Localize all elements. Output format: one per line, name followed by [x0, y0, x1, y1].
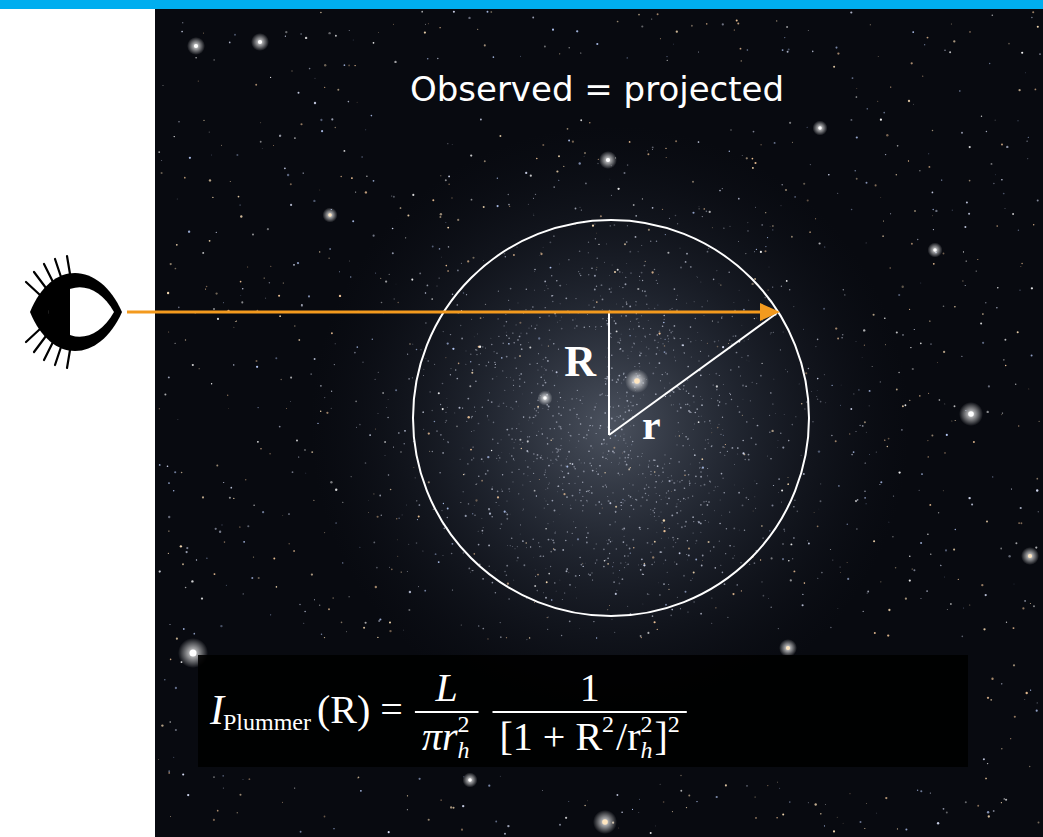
radius-3d-line [609, 313, 777, 435]
radius-projected-line [608, 313, 610, 435]
sky-photo [155, 0, 1043, 837]
formula-number: 1 [580, 668, 600, 708]
formula-text: [1 + R [500, 717, 603, 757]
galaxy-glow [155, 0, 1043, 837]
formula-exponent: 2 [668, 712, 680, 736]
formula-exponent: 2 [602, 712, 614, 736]
title: Observed = projected [410, 72, 784, 106]
eye-icon [26, 256, 122, 368]
formula-text: (R) = [317, 690, 403, 730]
formula-exponent: 2 [641, 712, 653, 736]
radius-label: r [642, 404, 661, 446]
star-field [158, 11, 1041, 835]
formula-symbol: I [210, 689, 224, 731]
formula-symbol: L [436, 668, 458, 708]
formula-subscript: h [641, 738, 653, 762]
projection-circle [413, 220, 809, 616]
sight-arrowhead [760, 303, 780, 321]
line-of-sight [127, 311, 764, 314]
formula-subscript: h [458, 738, 470, 762]
formula-text: ] [655, 717, 668, 757]
top-bar [0, 0, 1043, 9]
radius-label: R [564, 340, 596, 384]
formula-symbol: /r [616, 717, 640, 757]
formula-subscript: Plummer [223, 710, 311, 734]
formula-exponent: 2 [458, 712, 470, 736]
formula-symbol: πr [422, 717, 458, 757]
formula-panel [198, 655, 968, 767]
